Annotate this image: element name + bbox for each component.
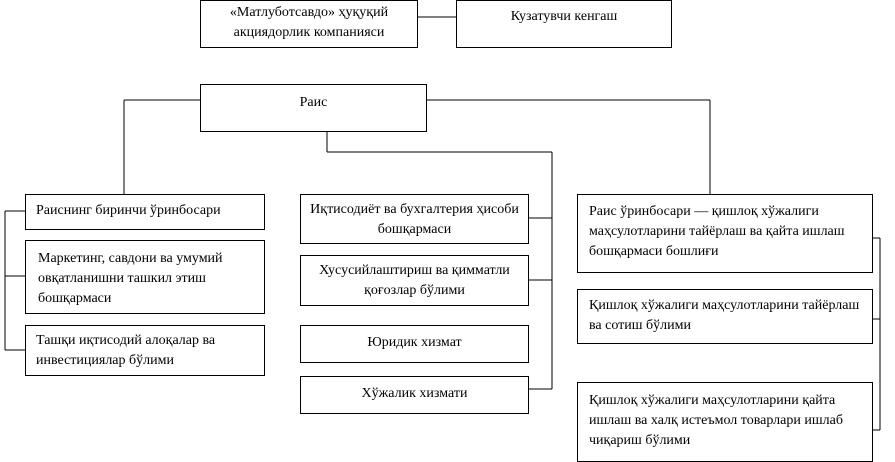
processing-label: Қишлоқ хўжалиги маҳсулотларини қайта ишл… [589, 393, 843, 448]
company-label: «Матлуботсавдо» ҳуқуқий акциядорлик комп… [229, 5, 389, 40]
marketing-box: Маркетинг, савдони ва умумий овқатланишн… [25, 240, 265, 314]
supervisory-board-box: Кузатувчи кенгаш [456, 0, 672, 48]
household-label: Хўжалик хизмати [361, 386, 468, 401]
processing-box: Қишлоқ хўжалиги маҳсулотларини қайта ишл… [577, 382, 873, 462]
procurement-label: Қишлоқ хўжалиги маҳсулотларини тайёрлаш … [589, 298, 860, 333]
chair-label: Раис [299, 95, 328, 110]
company-box: «Матлуботсавдо» ҳуқуқий акциядорлик комп… [200, 0, 418, 48]
household-box: Хўжалик хизмати [300, 376, 529, 414]
legal-label: Юридик хизмат [367, 335, 462, 350]
deputy-box: Раис ўринбосари — қишлоқ хўжалиги маҳсул… [577, 194, 873, 273]
privatization-box: Хусусийлаштириш ва қимматли қоғозлар бўл… [300, 255, 529, 306]
legal-box: Юридик хизмат [300, 325, 529, 363]
chair-box: Раис [200, 84, 427, 132]
foreign-econ-box: Ташқи иқтисодий алоқалар ва инвестицияла… [25, 325, 265, 376]
economics-label: Иқтисодиёт ва бухгалтерия ҳисоби бошқарм… [310, 202, 519, 237]
first-deputy-box: Раиснинг биринчи ўринбосари [25, 194, 265, 230]
economics-box: Иқтисодиёт ва бухгалтерия ҳисоби бошқарм… [300, 194, 529, 244]
privatization-label: Хусусийлаштириш ва қимматли қоғозлар бўл… [319, 263, 510, 298]
supervisory-board-label: Кузатувчи кенгаш [510, 9, 618, 24]
foreign-econ-label: Ташқи иқтисодий алоқалар ва инвестицияла… [36, 333, 216, 368]
deputy-label: Раис ўринбосари — қишлоқ хўжалиги маҳсул… [589, 204, 845, 259]
marketing-label: Маркетинг, савдони ва умумий овқатланишн… [38, 251, 223, 306]
procurement-box: Қишлоқ хўжалиги маҳсулотларини тайёрлаш … [577, 289, 873, 344]
first-deputy-label: Раиснинг биринчи ўринбосари [36, 203, 221, 218]
